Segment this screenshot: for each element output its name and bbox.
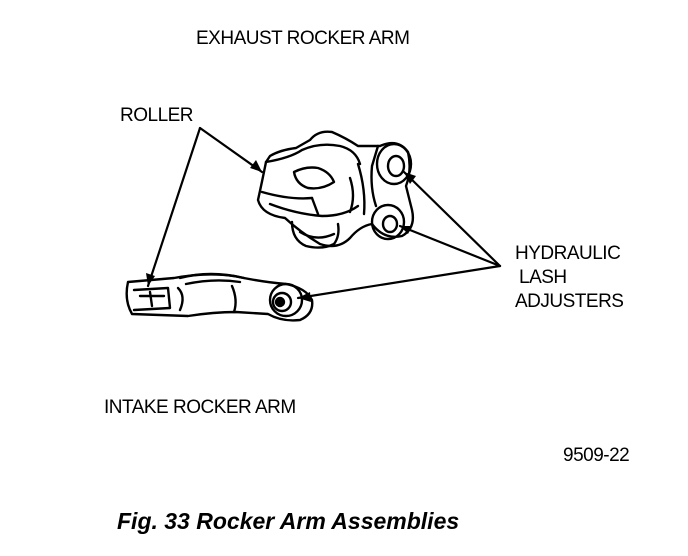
arrowheads	[146, 160, 416, 302]
hydraulic-label-line3: ADJUSTERS	[515, 291, 624, 312]
adjuster-leader-lines	[296, 170, 502, 300]
hydraulic-label-line2: LASH	[519, 267, 567, 288]
roller-leader-lines	[146, 126, 264, 288]
exhaust-rocker-arm	[256, 130, 415, 249]
exhaust-rocker-arm-label: EXHAUST ROCKER ARM	[196, 28, 410, 49]
figure-code: 9509-22	[563, 445, 630, 466]
figure-caption: Fig. 33 Rocker Arm Assemblies	[117, 508, 460, 534]
hydraulic-label-line1: HYDRAULIC	[515, 243, 621, 264]
intake-rocker-arm	[125, 272, 314, 322]
intake-rocker-arm-label: INTAKE ROCKER ARM	[104, 397, 296, 418]
roller-label: ROLLER	[120, 105, 194, 126]
